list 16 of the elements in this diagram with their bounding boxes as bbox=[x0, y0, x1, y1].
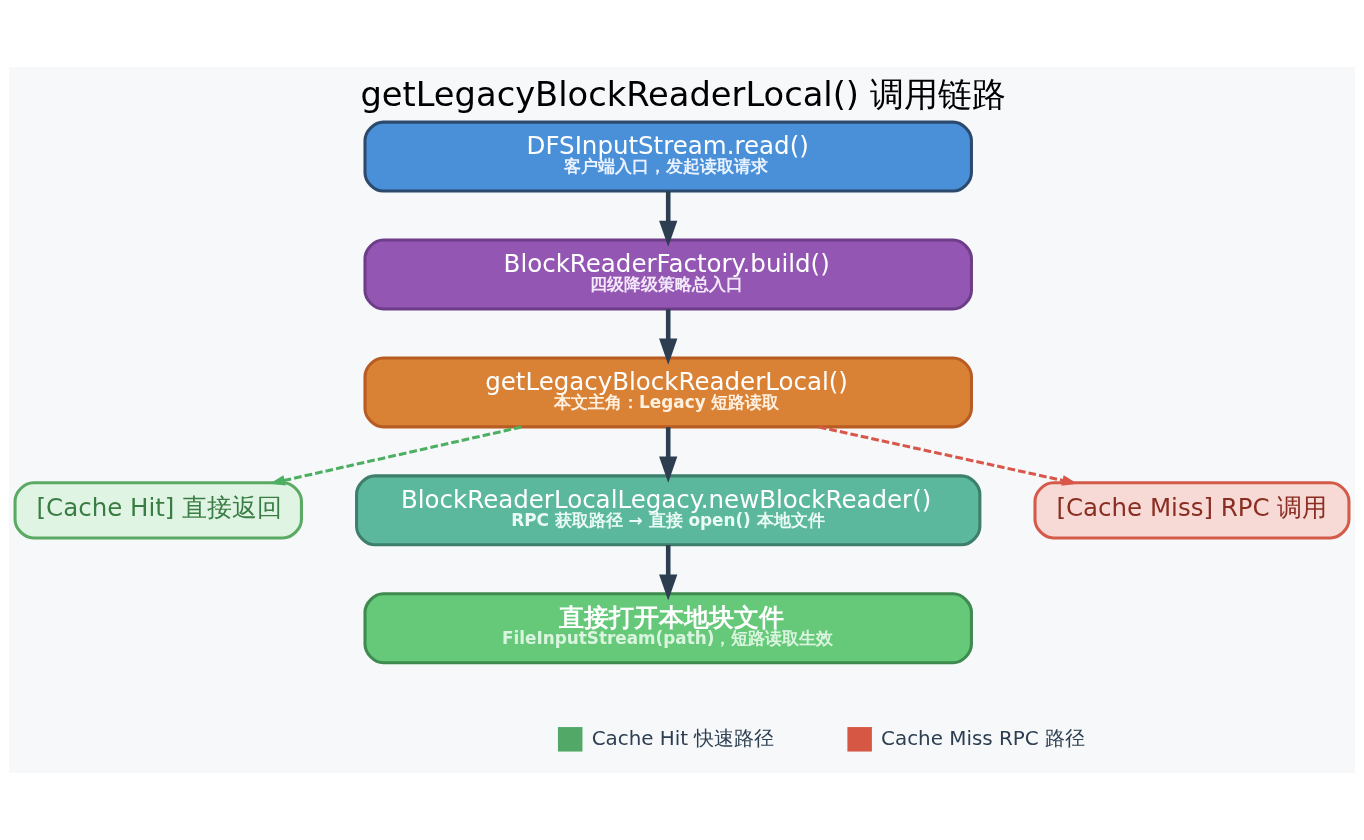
node-box: DFSInputStream.read() 客户端入口，发起读取请求 bbox=[363, 120, 973, 193]
legend-label: Cache Miss RPC 路径 bbox=[881, 726, 1086, 750]
node-box: getLegacyBlockReaderLocal() 本文主角：Legacy 短路读取 bbox=[363, 356, 973, 429]
node-box: [Cache Miss] RPC 调用 bbox=[1033, 481, 1351, 540]
arrow bbox=[818, 425, 1078, 486]
arrow bbox=[659, 191, 678, 247]
arrow bbox=[659, 545, 678, 601]
node-box: 直接打开本地块文件 FileInputStream(path)，短路读取生效 bbox=[363, 592, 973, 665]
node-box: [Cache Hit] 直接返回 bbox=[13, 481, 303, 540]
arrow bbox=[659, 427, 678, 483]
diagram-title: getLegacyBlockReaderLocal() 调用链路 bbox=[360, 75, 1006, 115]
node-box: BlockReaderFactory.build() 四级降级策略总入口 bbox=[363, 238, 973, 311]
node-box: BlockReaderLocalLegacy.newBlockReader() RPC 获取路径 → 直接 open() 本地文件 bbox=[355, 474, 982, 547]
legend-label: Cache Hit 快速路径 bbox=[591, 726, 775, 750]
arrow bbox=[269, 425, 522, 486]
arrow bbox=[659, 309, 678, 365]
